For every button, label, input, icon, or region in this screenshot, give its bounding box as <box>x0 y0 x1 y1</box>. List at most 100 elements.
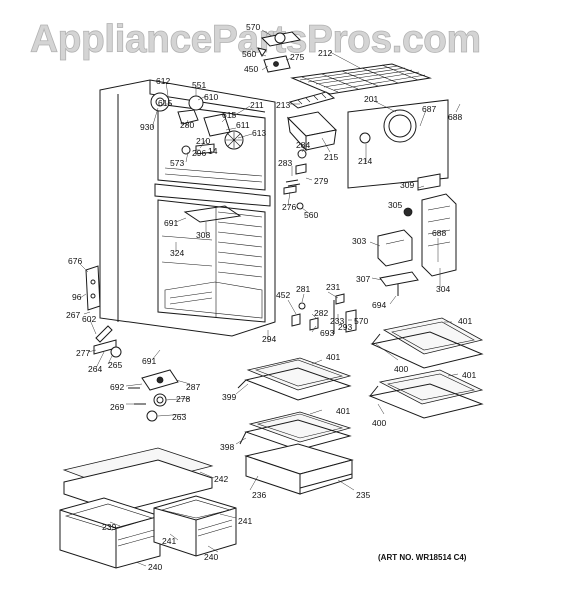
glass-shelf-upper <box>237 357 352 401</box>
callout-label: 602 <box>82 314 96 324</box>
callout-label: 610 <box>204 92 218 102</box>
callout-label: 212 <box>318 48 332 58</box>
callout-label: 401 <box>462 370 476 380</box>
crisper-pan-left <box>59 497 161 569</box>
callout-label: 560 <box>242 49 256 59</box>
glass-shelf-right-upper <box>370 317 484 369</box>
glass-shelf-right-lower <box>368 369 484 419</box>
callout-label: 296 <box>192 148 206 158</box>
callout-label: 691 <box>142 356 156 366</box>
callout-label: 615 <box>158 98 172 108</box>
callout-label: 694 <box>372 300 386 310</box>
ice-tray <box>288 91 336 109</box>
callout-label: 231 <box>326 282 340 292</box>
callout-label: 239 <box>102 522 116 532</box>
callout-label: 688 <box>432 228 446 238</box>
callout-label: 287 <box>186 382 200 392</box>
callout-label: 401 <box>458 316 472 326</box>
callout-label: 611 <box>236 120 250 130</box>
evaporator-cover <box>347 99 449 189</box>
callout-label: 930 <box>140 122 154 132</box>
leader-lines <box>79 29 461 567</box>
callout-label: 293 <box>338 322 352 332</box>
watermark-text: AppliancePartsPros.com <box>30 18 481 61</box>
callout-label: 687 <box>422 104 436 114</box>
callout-label: 201 <box>364 94 378 104</box>
callout-label: 688 <box>448 112 462 122</box>
callout-label: 401 <box>336 406 350 416</box>
callout-label: 693 <box>320 328 334 338</box>
callout-label: 14 <box>208 146 218 156</box>
callout-labels: 570 560 450 275 212 612 551 615 610 930 … <box>66 22 476 572</box>
callout-label: 676 <box>68 256 82 266</box>
callout-label: 242 <box>214 474 228 484</box>
callout-label: 215 <box>324 152 338 162</box>
roller-assembly <box>128 369 179 422</box>
callout-label: 309 <box>400 180 414 190</box>
callout-label: 612 <box>156 76 170 86</box>
callout-label: 570 <box>246 22 260 32</box>
callout-label: 280 <box>180 120 194 130</box>
cabinet-assembly <box>99 79 276 337</box>
callout-label: 210 <box>196 136 210 146</box>
callout-label: 214 <box>358 156 372 166</box>
callout-label: 452 <box>276 290 290 300</box>
callout-label: 308 <box>196 230 210 240</box>
crisper-pan-right <box>153 495 237 557</box>
callout-label: 551 <box>192 80 206 90</box>
callout-label: 264 <box>88 364 102 374</box>
art-number: (ART NO. WR18514 C4) <box>378 553 467 562</box>
callout-label: 267 <box>66 310 80 320</box>
callout-label: 305 <box>388 200 402 210</box>
callout-label: 279 <box>314 176 328 186</box>
callout-label: 276 <box>282 202 296 212</box>
callout-label: 281 <box>296 284 310 294</box>
callout-label: 233 <box>330 316 344 326</box>
hinge-parts <box>291 293 357 334</box>
evaporator-fan-motor <box>257 31 302 73</box>
callout-label: 560 <box>304 210 318 220</box>
door-shelf-bracket <box>377 229 413 267</box>
callout-label: 284 <box>296 140 310 150</box>
callout-label: 400 <box>372 418 386 428</box>
control-assembly <box>150 92 244 155</box>
side-hinge <box>85 265 101 311</box>
callout-label: 400 <box>394 364 408 374</box>
callout-label: 213 <box>276 100 290 110</box>
callout-label: 278 <box>176 394 190 404</box>
callout-label: 269 <box>110 402 124 412</box>
callout-label: 282 <box>314 308 328 318</box>
callout-label: 265 <box>108 360 122 370</box>
callout-label: 240 <box>204 552 218 562</box>
callout-label: 304 <box>436 284 450 294</box>
callout-label: 303 <box>352 236 366 246</box>
callout-label: 573 <box>170 158 184 168</box>
dispenser-door <box>421 193 457 277</box>
callout-label: 235 <box>356 490 370 500</box>
callout-label: 450 <box>244 64 258 74</box>
callout-label: 324 <box>170 248 184 258</box>
leveling-parts <box>93 325 122 358</box>
callout-label: 294 <box>262 334 276 344</box>
callout-label: 211 <box>250 100 264 110</box>
callout-label: 263 <box>172 412 186 422</box>
callout-label: 241 <box>162 536 176 546</box>
callout-label: 240 <box>148 562 162 572</box>
callout-label: 615 <box>222 110 236 120</box>
ice-bucket <box>286 111 338 152</box>
callout-label: 401 <box>326 352 340 362</box>
callout-label: 283 <box>278 158 292 168</box>
callout-label: 96 <box>72 292 82 302</box>
callout-label: 241 <box>238 516 252 526</box>
callout-label: 399 <box>222 392 236 402</box>
shelf-support-bracket <box>379 271 419 296</box>
meat-pan-drawer <box>244 443 354 495</box>
callout-label: 613 <box>252 128 266 138</box>
callout-label: 277 <box>76 348 90 358</box>
freezer-wire-shelf <box>290 63 432 95</box>
callout-label: 692 <box>110 382 124 392</box>
callout-label: 398 <box>220 442 234 452</box>
glass-shelf-lower <box>239 411 352 451</box>
callout-label: 570 <box>354 316 368 326</box>
